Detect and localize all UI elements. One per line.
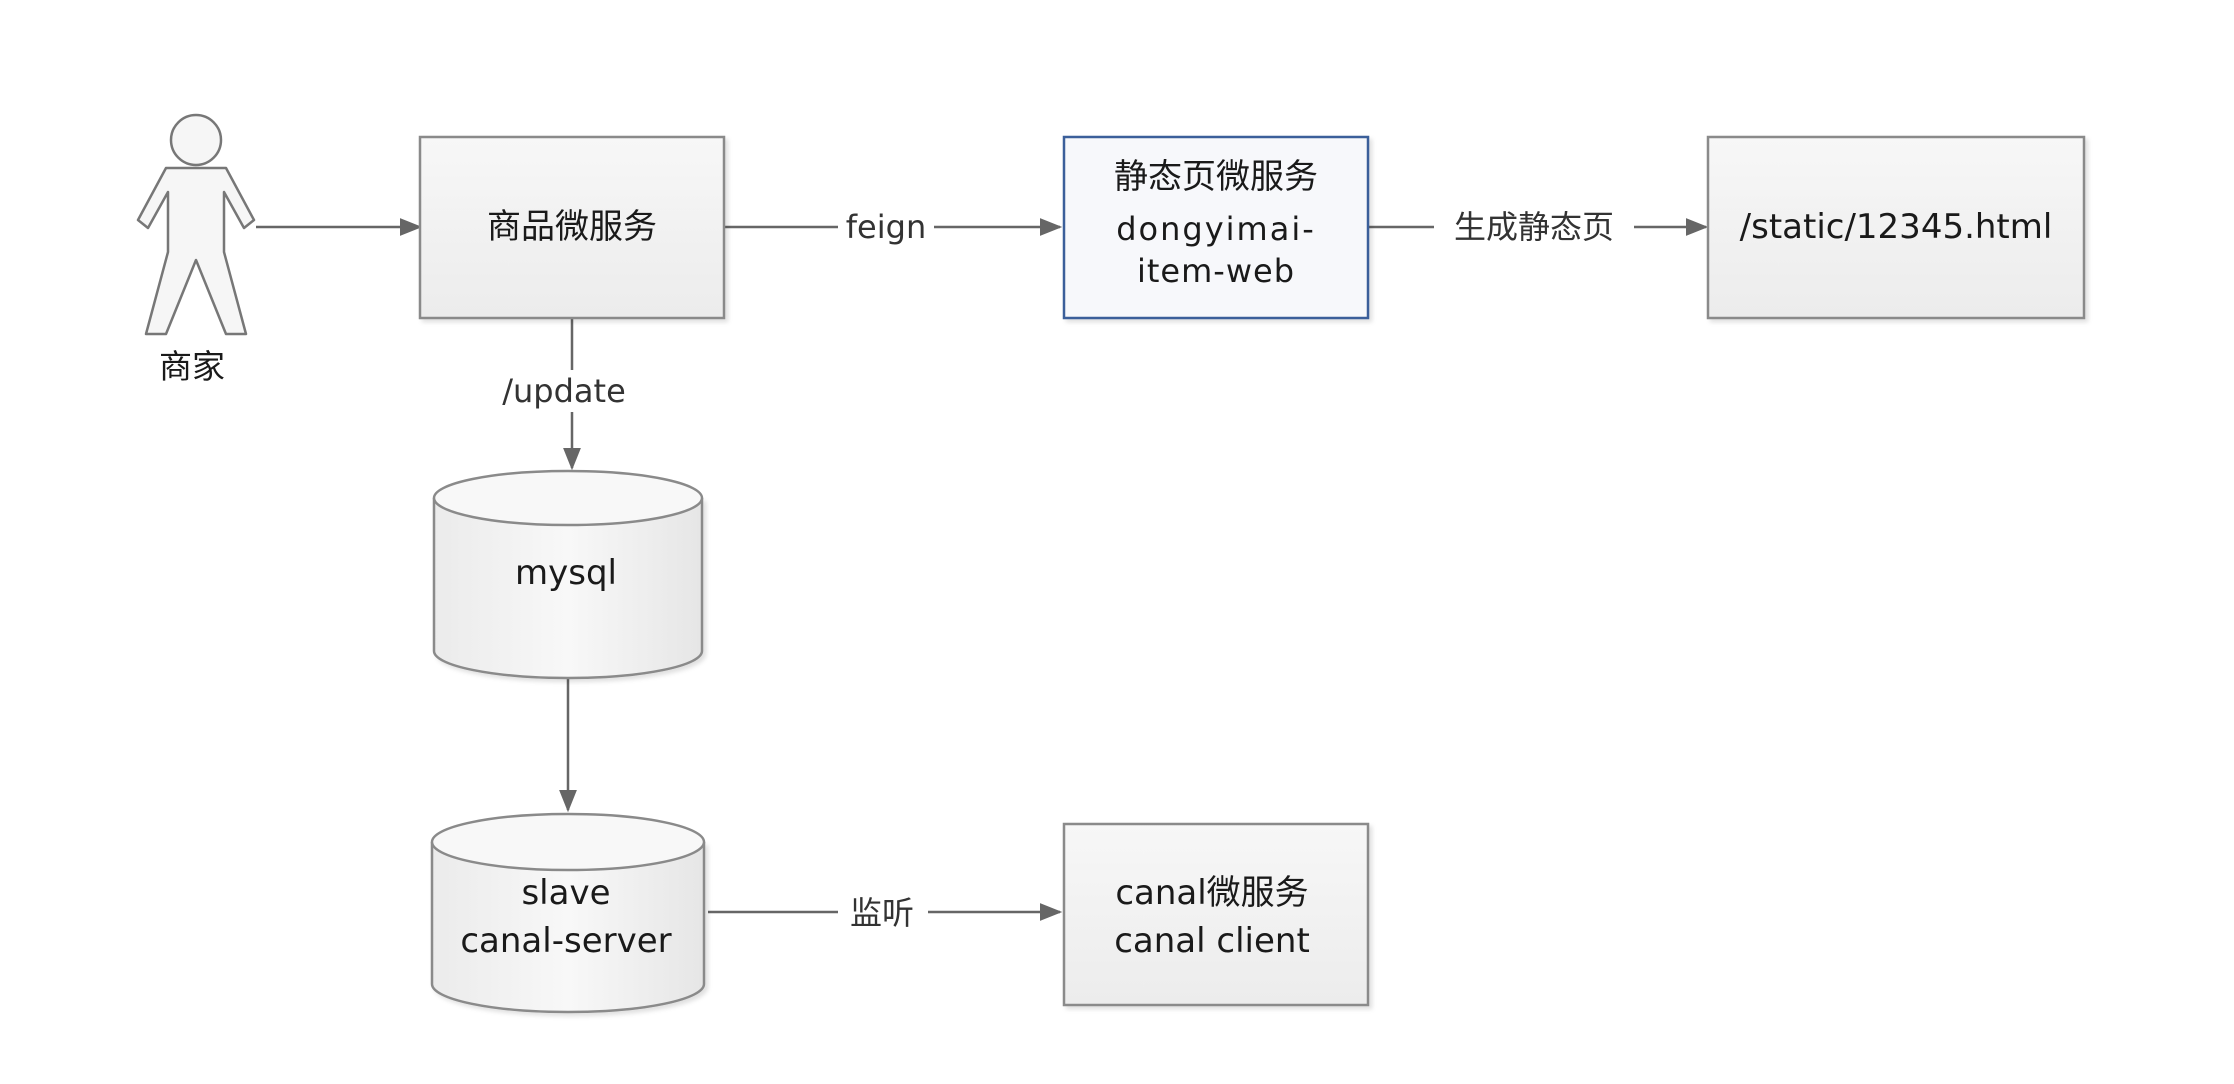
mysql-label: mysql: [515, 553, 617, 593]
edge-label-feign: feign: [846, 208, 926, 246]
canal-server-line1: slave: [521, 873, 610, 913]
static-service-line3: item-web: [1137, 252, 1295, 290]
person-icon: [136, 113, 256, 336]
canal-client-line2: canal client: [1114, 921, 1310, 961]
edge-label-generate: 生成静态页: [1454, 208, 1614, 246]
static-file-label: /static/12345.html: [1740, 207, 2053, 247]
merchant-actor: 商家: [136, 113, 256, 386]
canal-server-line2: canal-server: [460, 921, 671, 961]
edge-update: /update: [488, 318, 638, 471]
canal-client-line1: canal微服务: [1115, 873, 1308, 913]
node-static-file: /static/12345.html: [1706, 135, 2086, 320]
actor-label: 商家: [159, 347, 225, 386]
edge-label-listen: 监听: [850, 894, 914, 932]
edge-feign: feign: [724, 206, 1063, 246]
node-canal-client: canal微服务 canal client: [1062, 822, 1370, 1007]
static-service-line2: dongyimai-: [1116, 210, 1316, 248]
static-service-line1: 静态页微服务: [1114, 157, 1318, 197]
node-canal-server: slave canal-server: [430, 812, 706, 1014]
edge-listen: 监听: [708, 891, 1063, 933]
node-static-service: 静态页微服务 dongyimai- item-web: [1062, 135, 1370, 320]
node-product-service: 商品微服务: [418, 135, 726, 320]
node-mysql: mysql: [432, 469, 704, 680]
database-icon: [430, 812, 706, 1014]
database-icon: [432, 469, 704, 680]
edge-label-update: /update: [502, 372, 626, 410]
product-service-label: 商品微服务: [487, 207, 657, 247]
edge-generate-static: 生成静态页: [1368, 206, 1709, 246]
